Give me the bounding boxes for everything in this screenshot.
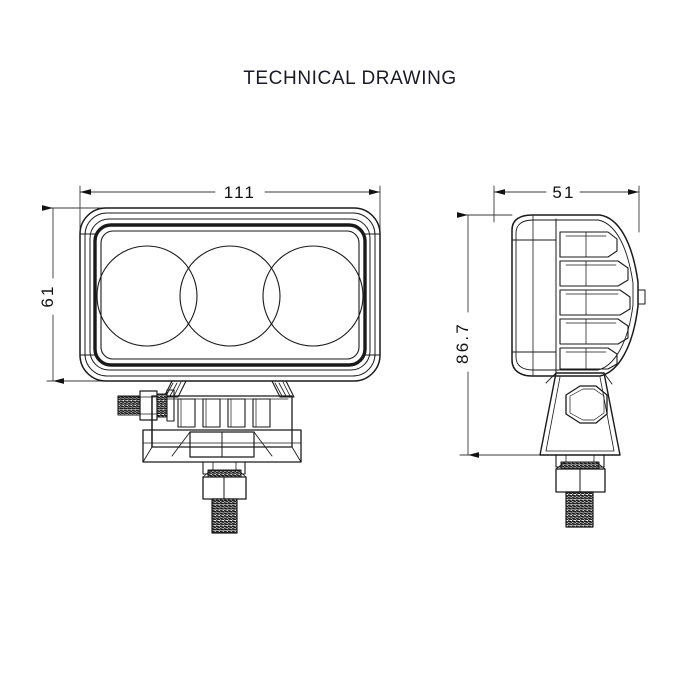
front-heatsink <box>142 395 302 463</box>
dimension-value-111: 111 <box>224 183 256 202</box>
led-lens-1 <box>96 245 198 347</box>
side-heatsink-fins <box>559 231 646 370</box>
front-side-bolt <box>117 389 175 422</box>
front-view: 111 61 <box>38 183 381 534</box>
front-housing <box>79 207 381 382</box>
dimension-value-61: 61 <box>38 284 57 307</box>
side-mount-bracket <box>539 372 621 456</box>
led-lens-3 <box>262 245 364 347</box>
front-mount-arms <box>163 380 295 398</box>
dimension-height-86-7: 86.7 <box>453 212 479 458</box>
dimension-width-111: 111 <box>79 183 381 202</box>
side-bottom-stud <box>555 454 606 528</box>
front-bracket-hexnut <box>171 431 273 458</box>
dimension-height-61: 61 <box>38 205 64 384</box>
side-lamp-body <box>511 214 639 377</box>
heatsink-fins <box>177 398 271 428</box>
dimension-depth-51: 51 <box>493 183 640 202</box>
front-bottom-stud <box>202 461 247 534</box>
led-lens-2 <box>179 245 281 347</box>
dimension-value-51: 51 <box>552 183 575 202</box>
page-title: TECHNICAL DRAWING <box>243 68 457 89</box>
dimension-value-86-7: 86.7 <box>453 322 472 364</box>
side-view: 51 86.7 <box>453 183 646 528</box>
lens-group <box>96 245 364 347</box>
